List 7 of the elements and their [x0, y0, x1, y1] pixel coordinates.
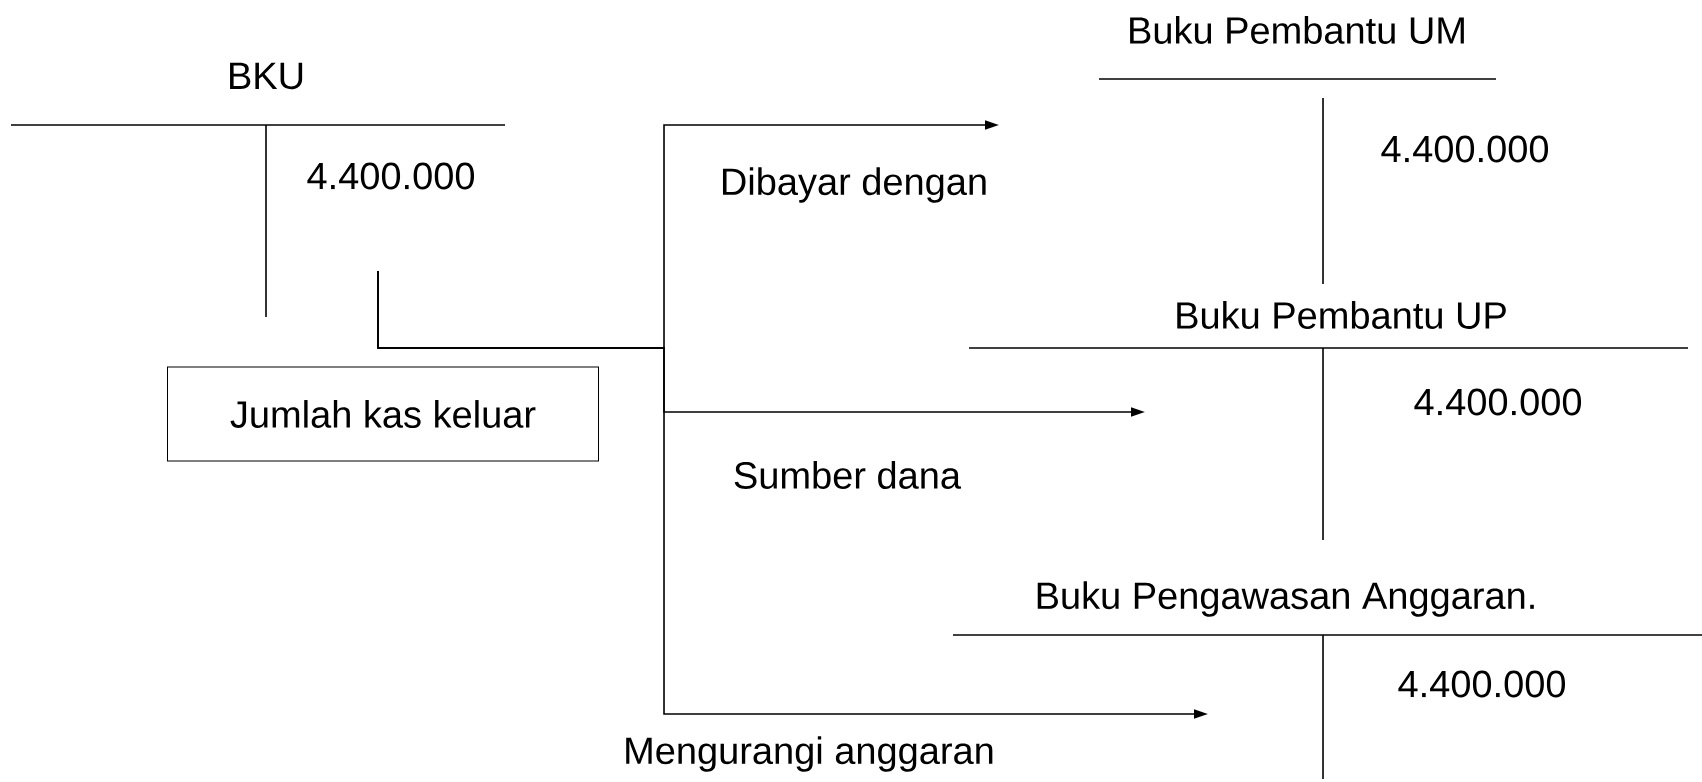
t-account: Buku Pembantu UM 4.400.000: [1098, 16, 1549, 285]
t-account: Buku Pembantu UP 4.400.000: [968, 301, 1689, 541]
t-account: BKU 4.400.000: [10, 62, 506, 318]
edge-label: Mengurangi anggaran: [626, 736, 993, 772]
text-box: Jumlah kas keluar: [167, 366, 599, 462]
edge-label: Sumber dana: [734, 461, 961, 489]
edge-label: Dibayar dengan: [723, 167, 986, 203]
